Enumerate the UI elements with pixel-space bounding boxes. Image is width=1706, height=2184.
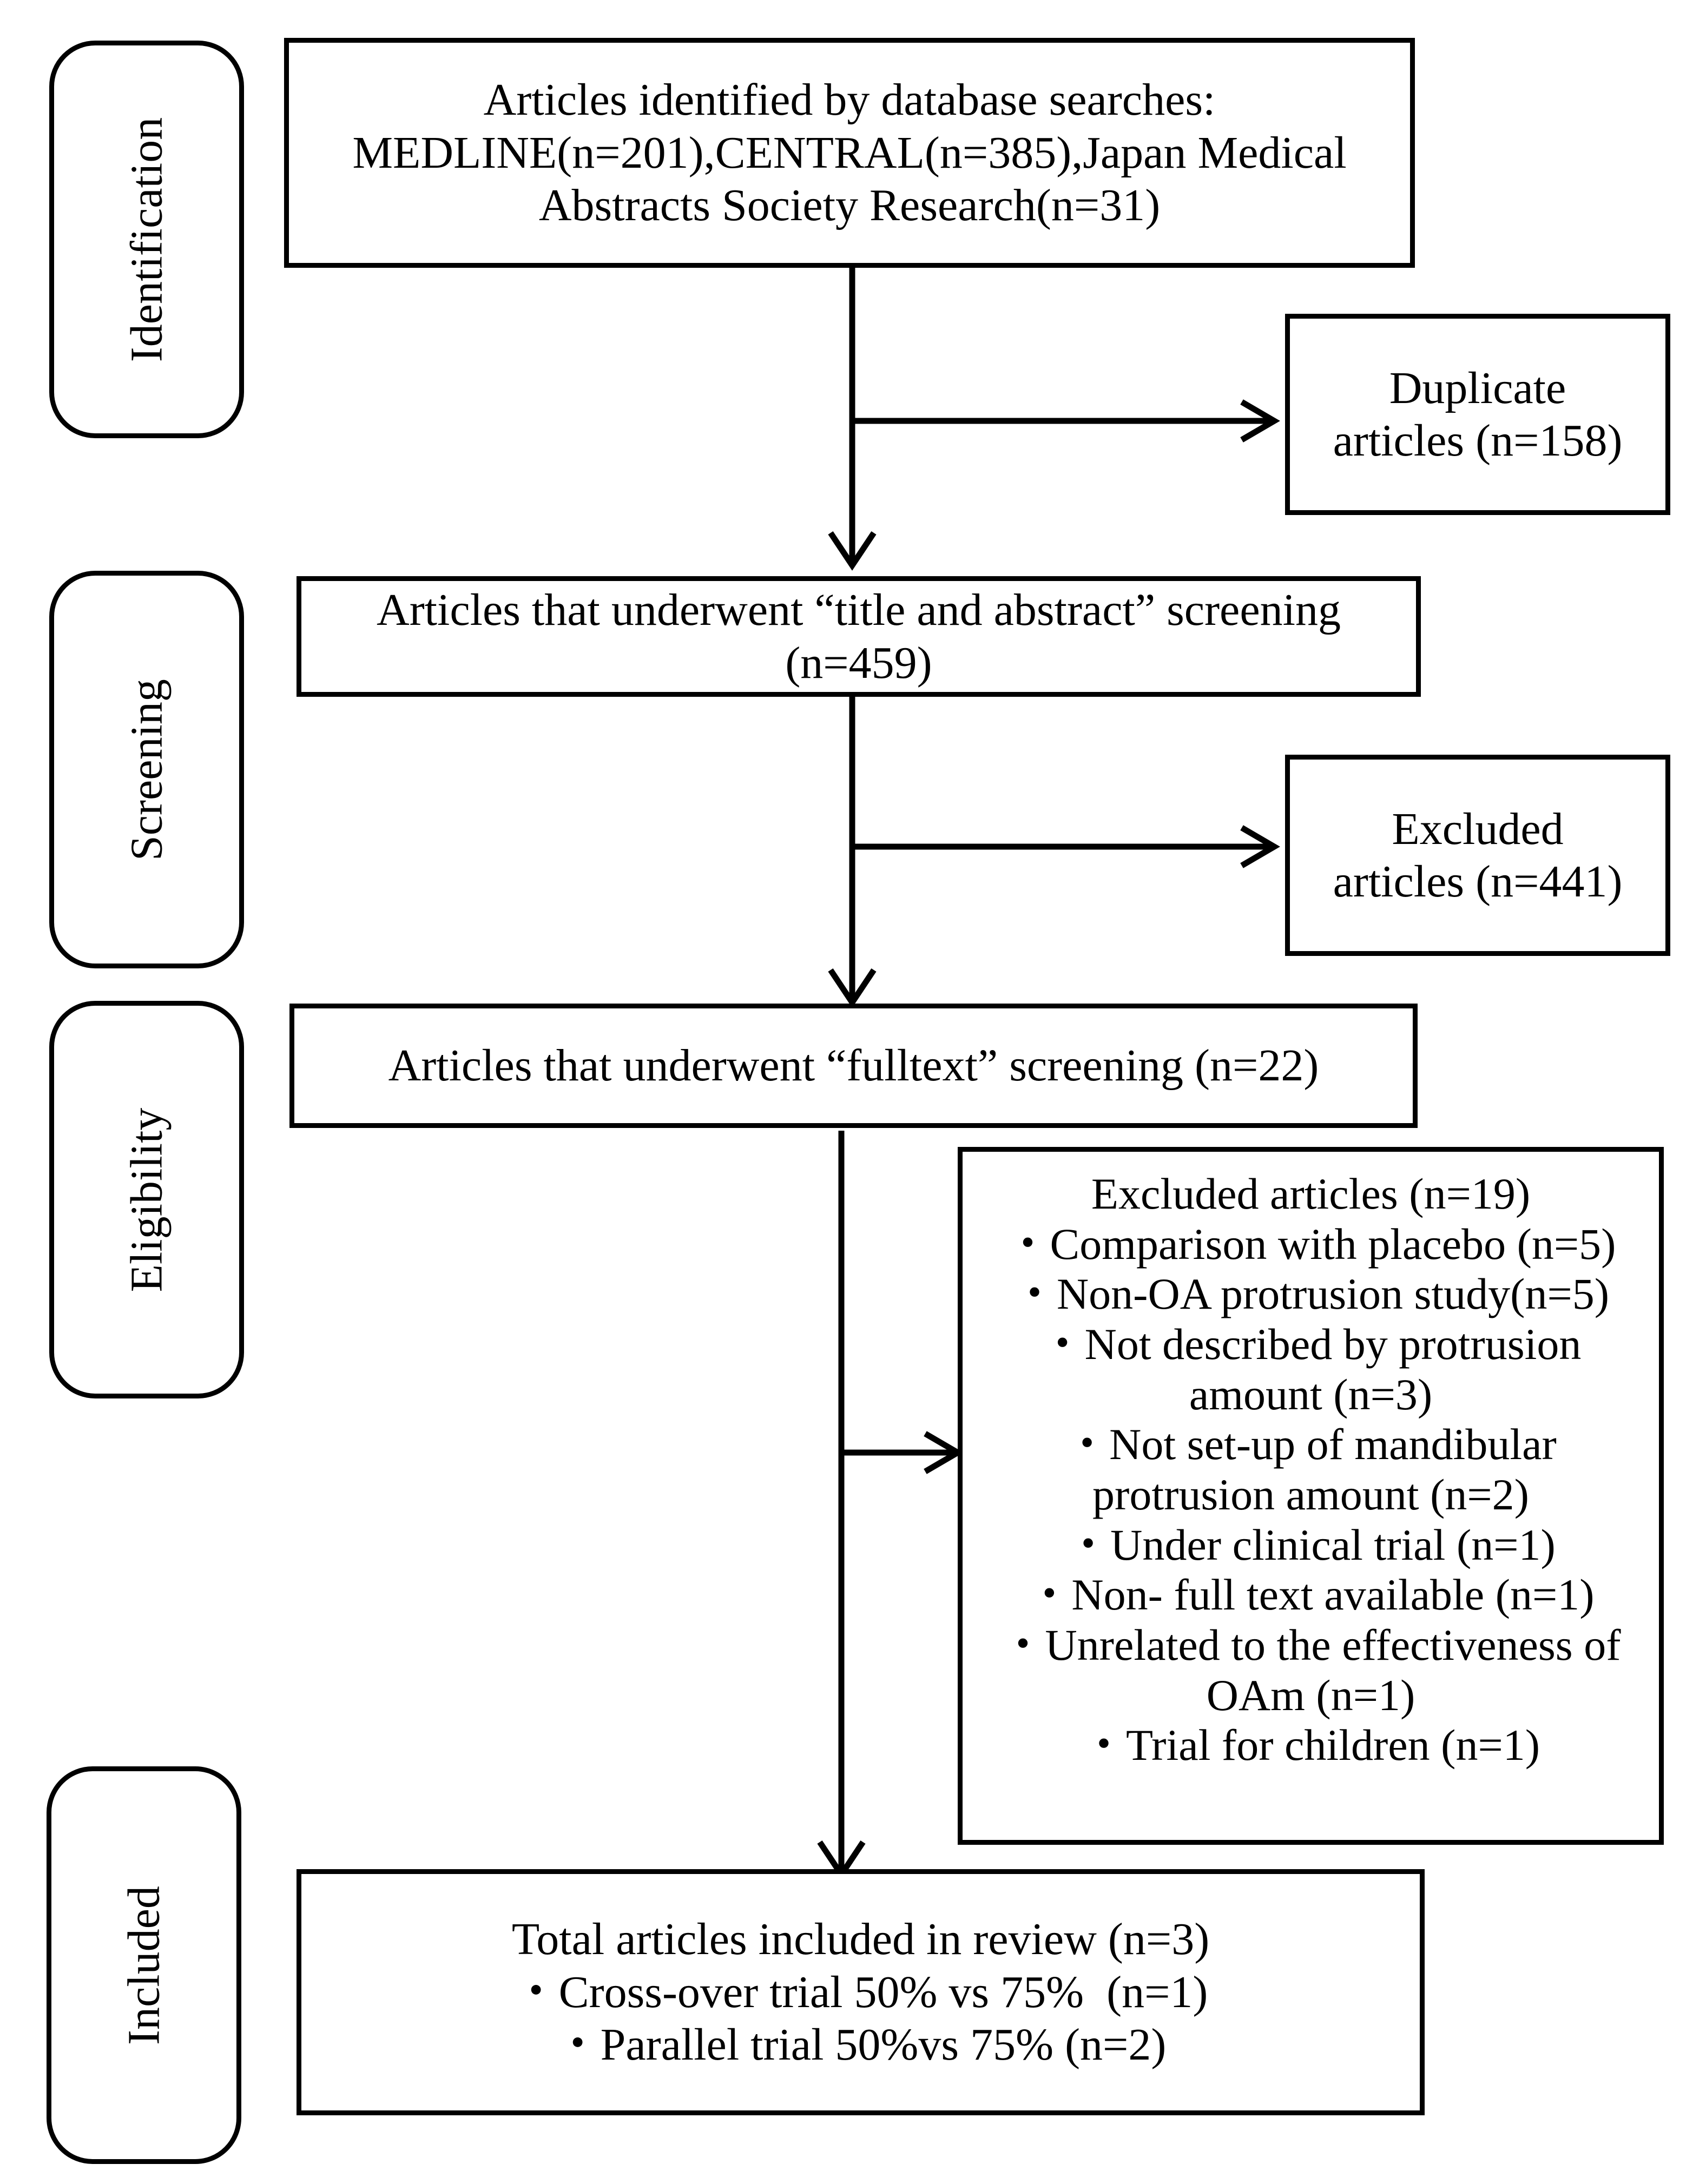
excluded-full-line-12: ・Trial for children (n=1) [1081,1720,1540,1770]
stage-eligibility: Eligibility [49,1001,244,1398]
excluded-full-line-5: amount (n=3) [1189,1369,1433,1419]
excluded-full-line-9: ・Non- full text available (n=1) [1027,1570,1595,1620]
excluded-full-line-6: ・Not set-up of mandibular [1065,1420,1557,1469]
title-abstract-line-1: Articles that underwent “title and abstr… [377,585,1341,636]
included-line-2: ・Cross-over trial 50% vs 75% (n=1) [513,1967,1208,2017]
identified-line-3: Abstracts Society Research(n=31) [538,180,1161,231]
stage-included: Included [47,1766,241,2164]
fulltext-box: Articles that underwent “fulltext” scree… [289,1004,1418,1128]
arrowhead-identified-to-screening [828,531,877,571]
arrowhead-screening-to-fulltext [828,968,877,1008]
included-box: Total articles included in review (n=3) … [297,1869,1425,2115]
identified-line-1: Articles identified by database searches… [483,75,1216,126]
title-abstract-box: Articles that underwent “title and abstr… [297,576,1421,697]
stage-identification: Identification [49,41,244,438]
excluded-full-line-1: Excluded articles (n=19) [1091,1169,1531,1218]
included-line-1: Total articles included in review (n=3) [511,1914,1210,1965]
excluded-full-line-2: ・Comparison with placebo (n=5) [1005,1219,1616,1269]
duplicates-line-1: Duplicate [1389,362,1566,413]
excluded-full-line-4: ・Not described by protrusion [1040,1319,1582,1369]
duplicates-box: Duplicate articles (n=158) [1285,314,1670,515]
excluded-full-line-8: ・Under clinical trial (n=1) [1066,1520,1556,1569]
arrowhead-to-excluded-screen [1240,825,1280,868]
identified-line-2: MEDLINE(n=201),CENTRAL(n=385),Japan Medi… [352,127,1347,178]
duplicates-line-2: articles (n=158) [1333,415,1623,466]
excluded-full-line-7: protrusion amount (n=2) [1092,1469,1529,1519]
identified-box: Articles identified by database searches… [284,38,1415,268]
excluded-full-line-10: ・Unrelated to the effectiveness of [1000,1620,1621,1670]
arrowhead-to-duplicates [1240,399,1280,443]
excluded-full-line-11: OAm (n=1) [1206,1670,1415,1720]
excluded-screen-line-1: Excluded [1392,803,1564,854]
excluded-screen-box: Excluded articles (n=441) [1285,755,1670,956]
included-line-3: ・Parallel trial 50%vs 75% (n=2) [555,2020,1167,2070]
excluded-full-box: Excluded articles (n=19) ・Comparison wit… [958,1147,1664,1845]
excluded-screen-line-2: articles (n=441) [1333,856,1623,907]
stage-screening: Screening [49,571,244,968]
excluded-full-line-3: ・Non-OA protrusion study(n=5) [1012,1269,1610,1319]
fulltext-line-1: Articles that underwent “fulltext” scree… [388,1040,1319,1091]
title-abstract-line-2: (n=459) [785,637,932,688]
